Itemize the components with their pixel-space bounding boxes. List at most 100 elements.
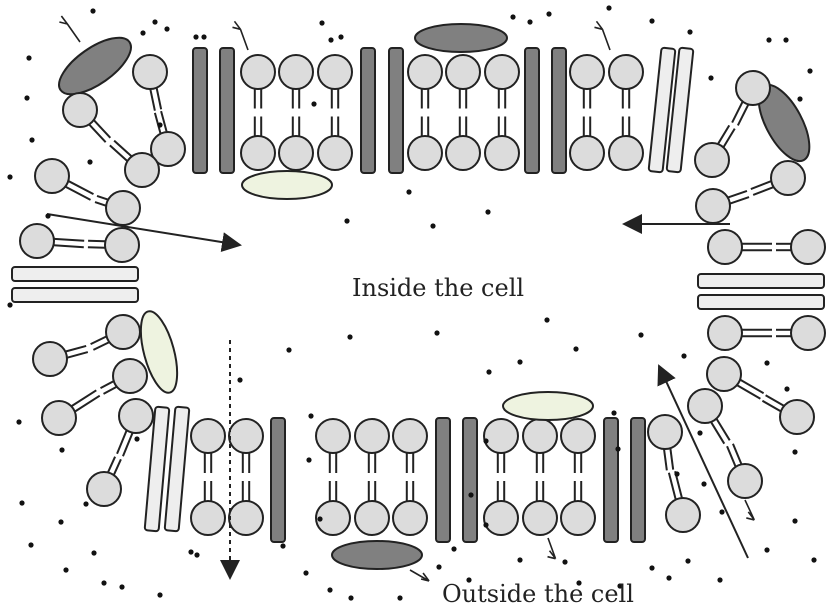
solute-particle — [649, 565, 654, 570]
solute-particle — [811, 557, 816, 562]
solute-particle — [91, 550, 96, 555]
solute-particle — [606, 5, 611, 10]
carrier-protein — [698, 295, 824, 309]
phospholipid-head — [695, 143, 729, 177]
fatty-acid-tail — [753, 187, 773, 195]
fatty-acid-tail — [104, 387, 117, 394]
phospholipid-head — [771, 161, 805, 195]
solute-particle — [685, 558, 690, 563]
channel-protein — [436, 418, 450, 542]
phospholipid-head — [523, 501, 557, 535]
phospholipid-head — [791, 316, 825, 350]
fatty-acid-tail — [114, 459, 121, 475]
solute-particle — [717, 577, 722, 582]
solute-particle — [436, 564, 441, 569]
solute-particle — [63, 567, 68, 572]
solute-particle — [26, 55, 31, 60]
channel-protein — [552, 48, 566, 173]
phospholipid-head — [318, 136, 352, 170]
solute-particle — [517, 557, 522, 562]
phospholipid-head — [446, 55, 480, 89]
solute-particle — [28, 542, 33, 547]
solute-particle — [674, 471, 679, 476]
channel-protein — [525, 48, 539, 173]
solute-particle — [83, 501, 88, 506]
solute-particle — [766, 37, 771, 42]
phospholipid-head — [561, 501, 595, 535]
peripheral-protein — [50, 27, 139, 105]
solute-particle — [527, 19, 532, 24]
fatty-acid-tail — [161, 111, 167, 132]
solute-particle — [434, 330, 439, 335]
phospholipid-head — [133, 55, 167, 89]
peripheral-protein — [332, 541, 422, 569]
phospholipid-head — [485, 55, 519, 89]
phospholipid-head — [279, 136, 313, 170]
phospholipid-head — [484, 419, 518, 453]
phospholipid-head — [229, 419, 263, 453]
fatty-acid-tail — [711, 422, 724, 443]
solute-particle — [140, 30, 145, 35]
fatty-acid-tail — [150, 89, 154, 110]
fatty-acid-tail — [89, 125, 105, 143]
carrier-protein — [12, 267, 138, 281]
fatty-acid-tail — [95, 202, 106, 206]
solute-particle — [308, 413, 313, 418]
solute-particle — [338, 34, 343, 39]
fatty-acid-tail — [664, 449, 667, 470]
solute-particle — [792, 518, 797, 523]
fatty-acid-tail — [114, 141, 131, 157]
solute-particle — [7, 302, 12, 307]
solute-particle — [719, 509, 724, 514]
solute-particle — [193, 34, 198, 39]
phospholipid-head — [570, 136, 604, 170]
solute-particle — [134, 436, 139, 441]
phospholipid-head — [485, 136, 519, 170]
glycoprotein-chain — [548, 538, 556, 559]
fatty-acid-tail — [157, 88, 161, 109]
phospholipid-head — [696, 189, 730, 223]
phospholipid-head — [609, 136, 643, 170]
solute-particle — [615, 446, 620, 451]
solute-particle — [311, 101, 316, 106]
solute-particle — [119, 584, 124, 589]
phospholipid-head — [393, 419, 427, 453]
solute-particle — [87, 159, 92, 164]
fatty-acid-tail — [67, 352, 88, 358]
solute-particle — [510, 14, 515, 19]
solute-particle — [483, 522, 488, 527]
solute-particle — [303, 570, 308, 575]
channel-protein — [271, 418, 285, 542]
solute-particle — [573, 346, 578, 351]
solute-particle — [328, 37, 333, 42]
solute-particle — [317, 516, 322, 521]
solute-particle — [544, 317, 549, 322]
phospholipid-head — [688, 389, 722, 423]
fatty-acid-tail — [669, 473, 676, 500]
phospholipid-head — [708, 230, 742, 264]
phospholipid-head — [393, 501, 427, 535]
fatty-acid-tail — [75, 396, 100, 412]
solute-particle — [90, 8, 95, 13]
solute-particle — [430, 223, 435, 228]
phospholipid-head — [106, 315, 140, 349]
fatty-acid-tail — [751, 181, 771, 189]
solute-particle — [764, 547, 769, 552]
phospholipid-head — [191, 419, 225, 453]
phospholipid-head — [736, 71, 770, 105]
channel-protein — [463, 418, 477, 542]
fatty-acid-tail — [717, 419, 730, 440]
phospholipid-head — [484, 501, 518, 535]
phospholipid-head — [561, 419, 595, 453]
solute-particle — [347, 334, 352, 339]
fatty-acid-tail — [737, 385, 760, 398]
solute-particle — [486, 369, 491, 374]
fatty-acid-tail — [97, 196, 108, 200]
solute-particle — [348, 595, 353, 600]
solute-particle — [7, 174, 12, 179]
solute-particle — [397, 595, 402, 600]
solute-particle — [101, 580, 106, 585]
phospholipid-head — [791, 230, 825, 264]
solute-particle — [562, 559, 567, 564]
